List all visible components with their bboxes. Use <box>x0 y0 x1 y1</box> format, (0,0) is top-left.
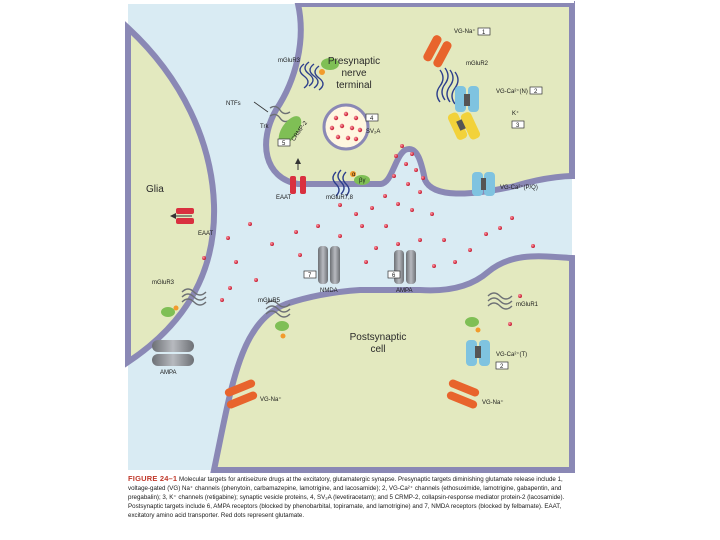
vg-na-right-label: VG-Na⁺ <box>482 399 504 406</box>
postsynaptic-cell <box>210 253 575 473</box>
nmda-receptor <box>318 246 340 284</box>
vg-ca-t-label: VG-Ca²⁺(T) <box>496 351 527 358</box>
vg-na-top-label: VG-Na⁺ <box>454 28 476 35</box>
figure-number: FIGURE 24–1 <box>128 474 178 483</box>
g-protein-presynaptic-bottom <box>350 171 370 185</box>
presynaptic-clip <box>292 0 574 3</box>
vg-na-left-label: VG-Na⁺ <box>260 396 282 403</box>
eaat-glia <box>170 208 194 224</box>
mglur3-presynaptic <box>299 61 324 91</box>
postsynaptic-label-1: Postsynaptic <box>350 332 407 343</box>
vg-ca-pq-channel <box>472 172 495 196</box>
g-protein-presynaptic-top <box>319 58 339 75</box>
ampa-glia-receptor <box>152 340 194 366</box>
presynaptic-label-1: Presynaptic <box>328 56 380 67</box>
num-2-top: 2 <box>534 89 538 95</box>
mglur1-label: mGluR1 <box>516 302 539 308</box>
num-6: 6 <box>392 273 396 279</box>
num-2-bottom: 2 <box>500 364 504 370</box>
crmp2-protein <box>278 116 302 144</box>
mglur3-glia-label: mGluR3 <box>152 280 175 286</box>
ntfs-label: NTFs <box>226 101 241 107</box>
trk-label: Trk <box>260 124 269 130</box>
vg-ca-t-channel <box>466 340 490 366</box>
number-boxes <box>277 27 543 370</box>
vg-na-channel-top <box>423 35 452 68</box>
num-1: 1 <box>482 30 486 36</box>
num-5: 5 <box>282 141 286 147</box>
vg-ca-pq-label: VG-Ca²⁺(P/Q) <box>500 184 538 191</box>
vg-na-channel-left <box>224 379 258 409</box>
glutamate-dots <box>202 144 535 326</box>
mglur78-receptor <box>332 169 350 197</box>
nmda-label: NMDA <box>320 288 338 294</box>
vg-na-channel-right <box>446 379 480 409</box>
num-3: 3 <box>516 123 520 129</box>
glia-cell <box>125 21 218 368</box>
figure-caption: FIGURE 24–1 Molecular targets for antise… <box>128 474 572 520</box>
mglur5-receptor <box>265 300 291 318</box>
presynaptic-label-2: nerve <box>341 68 366 79</box>
presynaptic-label-3: terminal <box>336 80 372 91</box>
glia-label: Glia <box>146 184 164 195</box>
mglur3-glia <box>181 288 207 306</box>
eaat-presynaptic <box>290 158 306 194</box>
k-channel <box>447 112 481 140</box>
mglur78-label: mGluR7,8 <box>326 195 354 201</box>
k-label: K⁺ <box>512 110 519 117</box>
caption-text: Molecular targets for antiseizure drugs … <box>128 476 565 519</box>
vg-ca-n-label: VG-Ca²⁺(N) <box>496 88 528 95</box>
num-4: 4 <box>370 116 374 122</box>
ampa-glia-label: AMPA <box>160 370 177 376</box>
ampa-post-label: AMPA <box>396 288 413 294</box>
mglur3-top-label: mGluR3 <box>278 58 301 64</box>
presynaptic-terminal <box>263 1 575 197</box>
sv2a-label: SV₂A <box>366 129 380 135</box>
mglur2-label: mGluR2 <box>466 61 489 67</box>
mglur1-receptor <box>487 292 513 310</box>
vesicle-glutamate <box>329 111 363 142</box>
postsynaptic-label-2: cell <box>370 344 385 355</box>
eaat-pre-label: EAAT <box>276 195 292 201</box>
eaat-glia-label: EAAT <box>198 231 214 237</box>
alpha-label: α <box>352 172 356 178</box>
vg-ca-n-channel <box>455 86 479 112</box>
mglur2-receptor <box>436 67 459 105</box>
g-protein-glia <box>161 305 179 317</box>
gbg-label: βγ <box>359 178 365 184</box>
mglur5-label: mGluR5 <box>258 298 281 304</box>
g-protein-mglur5 <box>275 321 289 339</box>
num-7: 7 <box>308 273 312 279</box>
trk-receptor <box>253 101 291 123</box>
g-protein-mglur1 <box>465 317 481 333</box>
